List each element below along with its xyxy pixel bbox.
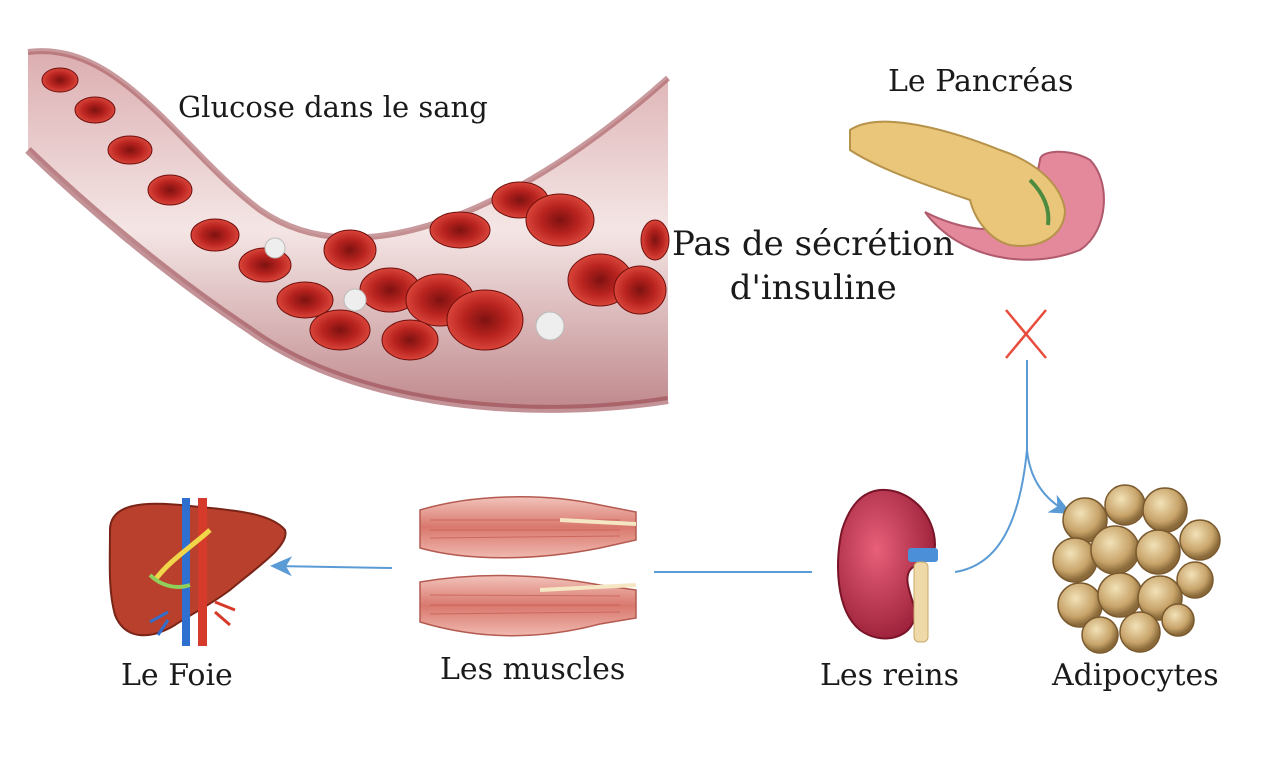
glucose-label: Glucose dans le sang [178,90,488,124]
flow-arrows [270,360,1072,577]
muscles-label: Les muscles [440,652,626,687]
secretion-label-line2: d'insuline [729,268,897,308]
liver-image [108,498,287,646]
muscles-image [419,496,637,637]
pancreas-label: Le Pancréas [888,64,1074,99]
blocked-cross-icon [1005,309,1047,359]
liver-label: Le Foie [121,658,233,693]
blood-vessel-image [25,48,670,413]
kidney-image [837,488,938,643]
adipocytes-image [1052,484,1221,654]
pancreas-image [849,120,1105,261]
secretion-label-line1: Pas de sécrétion [672,224,955,264]
kidneys-label: Les reins [820,658,960,693]
secretion-label: Pas de sécrétion d'insuline [672,222,954,310]
adipocytes-label: Adipocytes [1052,658,1219,693]
